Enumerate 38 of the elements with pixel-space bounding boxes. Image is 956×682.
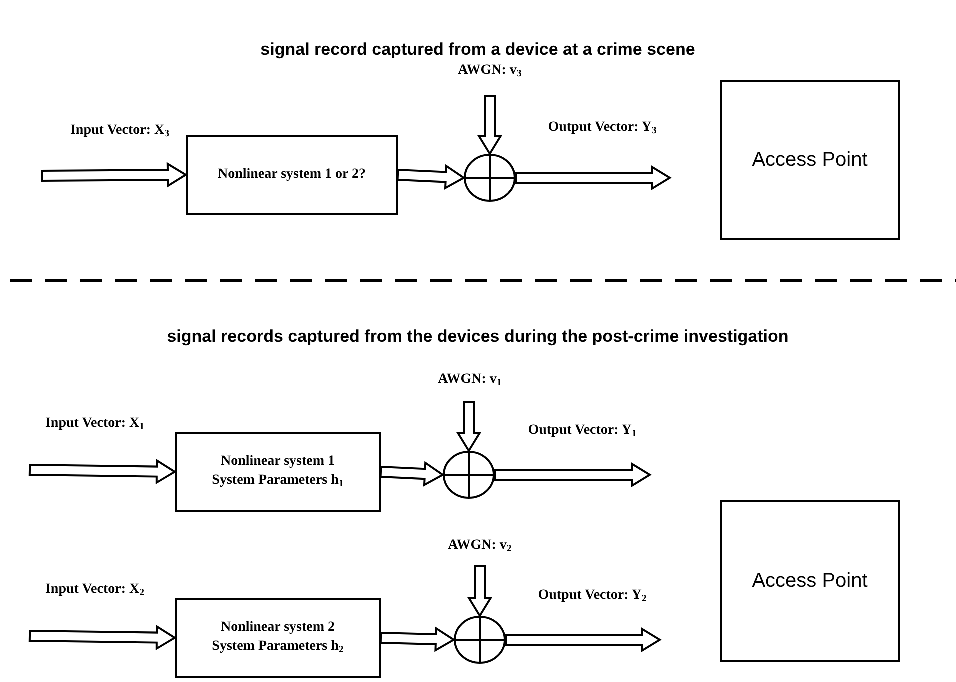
summing-junction [443,451,495,499]
block-arrow [494,462,652,488]
access-point-box [720,80,900,240]
block-arrow [380,626,456,652]
block-arrow [380,461,445,487]
box-text: Nonlinear system 1 or 2? [218,166,366,184]
block-arrow [505,627,662,653]
access-point-box [720,500,900,662]
block-arrow [28,625,177,651]
edge-label: Input Vector: X$_{3}$ [70,123,170,138]
section-heading: signal record captured from a device at a crime scene [260,40,696,60]
summing-junction [454,616,506,664]
edge-label: Output Vector: Y$_{3}$ [548,120,657,135]
block-arrow [41,162,188,188]
system-box [186,135,398,215]
box-text: Access Point [752,570,868,592]
edge-label: AWGN: v$_{1}$ [438,372,502,387]
block-arrow [477,95,503,156]
block-arrow [396,164,466,190]
block-arrow [456,401,482,453]
system-box [175,598,381,678]
box-text: Access Point [752,148,868,172]
summing-junction [464,154,516,202]
edge-label: Output Vector: Y$_{2}$ [538,588,647,603]
section-heading: signal records captured from the devices during the post-crime investigation [167,327,789,347]
block-arrow [467,565,493,618]
box-text: Nonlinear system 2 [220,619,336,638]
box-text: Nonlinear system 1 [220,453,336,472]
block-arrow [515,165,672,191]
system-box [175,432,381,512]
edge-label: AWGN: v$_{3}$ [458,63,522,78]
box-text: System Parameters h$_{1}$ [212,472,344,491]
edge-label: Input Vector: X$_{2}$ [45,582,145,597]
edge-label: Output Vector: Y$_{1}$ [528,423,637,438]
box-text: System Parameters h$_{2}$ [212,638,344,657]
edge-label: AWGN: v$_{2}$ [448,538,512,553]
edge-label: Input Vector: X$_{1}$ [45,416,145,431]
block-arrow [28,459,177,485]
